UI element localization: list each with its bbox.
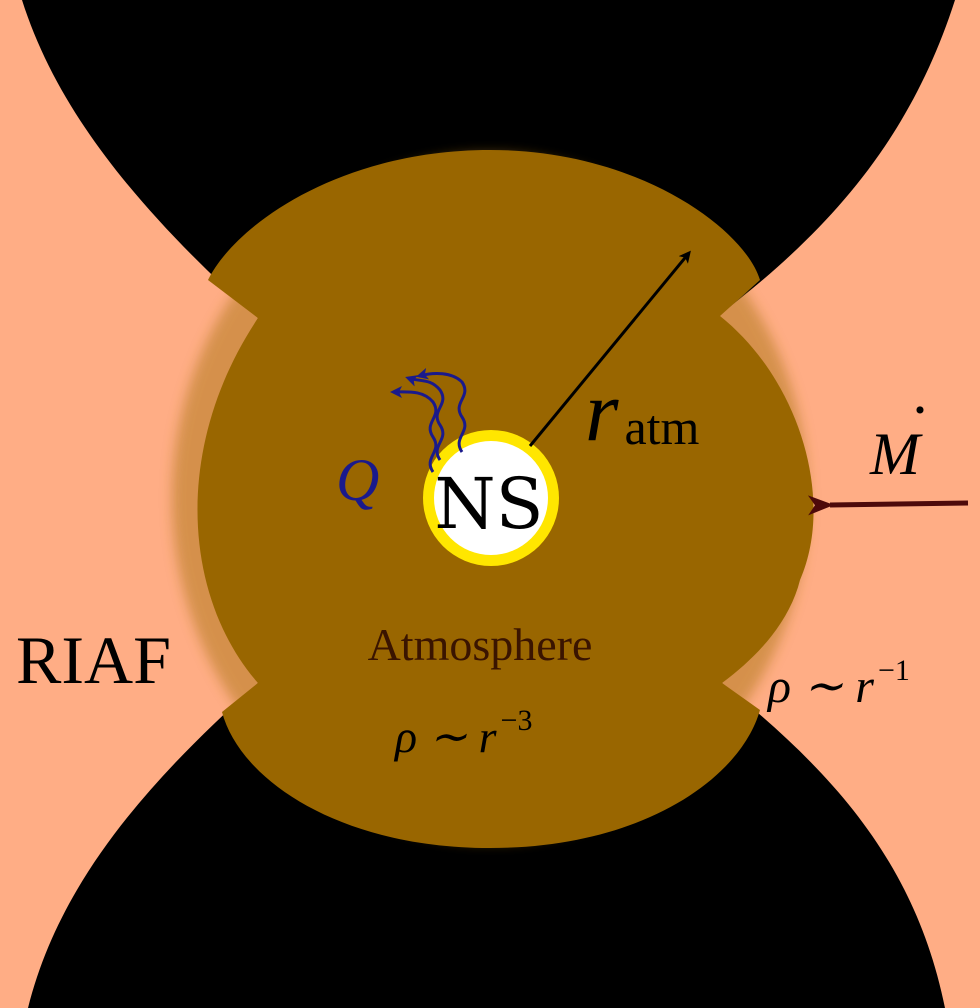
mdot-label: M — [869, 421, 923, 487]
riaf-label: RIAF — [16, 622, 171, 698]
riaf-density-exponent: −1 — [878, 654, 910, 687]
riaf-left-region — [0, 0, 258, 1008]
atmosphere-density-base: ρ ∼ r — [393, 711, 498, 762]
riaf-density-base: ρ ∼ r — [766, 660, 874, 713]
riaf-density-label: ρ ∼ r −1 — [766, 654, 910, 713]
mdot-dot: · — [910, 377, 930, 443]
atmosphere-density-label: ρ ∼ r −3 — [393, 704, 532, 762]
radius-arrow — [528, 250, 691, 447]
ns-label: NS — [434, 463, 543, 545]
atmosphere-label: Atmosphere — [368, 619, 593, 670]
heat-waves-icon — [390, 367, 467, 473]
atmosphere-density-exponent: −3 — [501, 704, 533, 737]
heat-label: Q — [336, 447, 379, 513]
accretion-arrow — [807, 495, 969, 516]
r-atm-symbol: r — [585, 363, 619, 459]
r-atm-subscript: atm — [624, 399, 699, 455]
r-atm-label: r atm — [585, 363, 700, 459]
neutron-star — [434, 441, 548, 555]
